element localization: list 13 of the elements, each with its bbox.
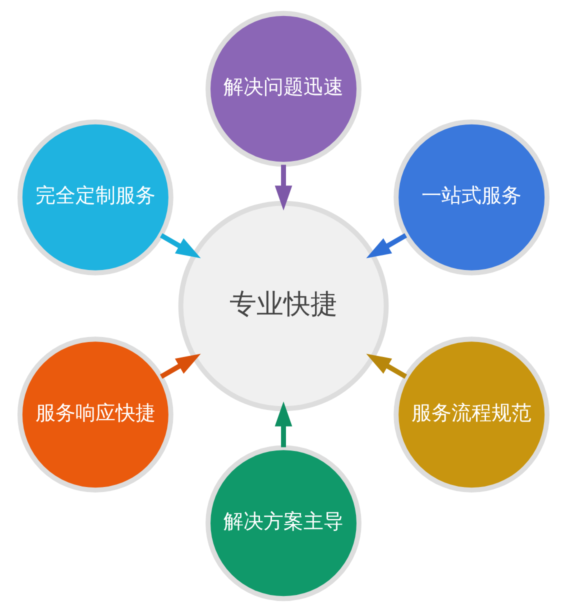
node-circle: 专业快捷: [178, 200, 388, 412]
node-circle: 服务响应快捷: [16, 336, 173, 493]
node-circle: 一站式服务: [393, 119, 550, 276]
arrow: [366, 354, 407, 379]
node-circle: 解决方案主导: [205, 445, 361, 602]
node-circle: 完全定制服务: [16, 119, 173, 276]
node-circle: 解决问题迅速: [205, 10, 361, 167]
arrow: [159, 233, 200, 258]
node-circle: 服务流程规范: [393, 336, 550, 493]
arrow: [366, 233, 407, 258]
arrow: [274, 164, 292, 210]
arrow: [159, 354, 200, 379]
arrow: [274, 402, 292, 448]
